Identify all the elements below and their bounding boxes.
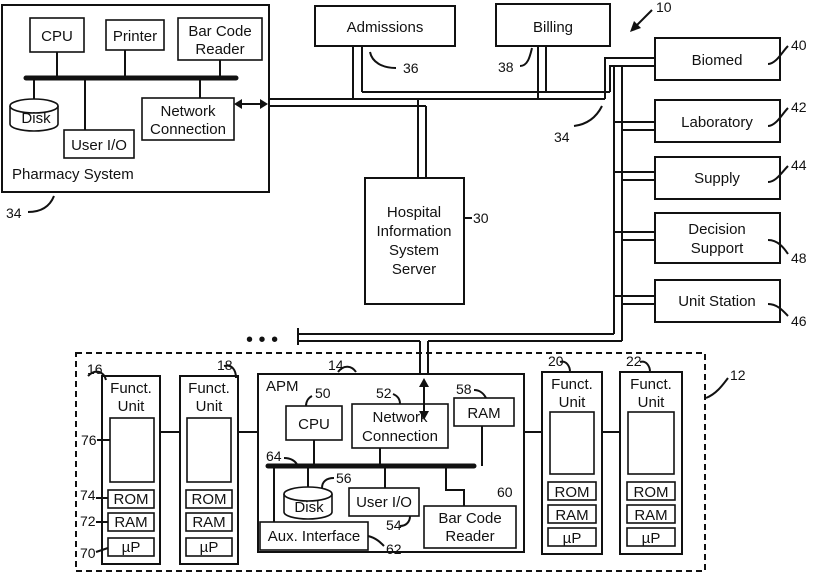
biomed-ref: 40 [791, 37, 807, 53]
functional-unit-16-ram-ref: 72 [80, 513, 96, 529]
functional-unit-16-rom-label: ROM [114, 491, 149, 508]
functional-unit-18-display [187, 418, 231, 482]
apm-label: APM [266, 378, 299, 395]
functional-unit-22-ref: 22 [626, 353, 642, 369]
functional-unit-18-up-label: µP [200, 539, 219, 556]
his-server-label-2: Information [376, 223, 451, 240]
functional-unit-16-rom-ref: 74 [80, 487, 96, 503]
functional-unit-22-display [628, 412, 674, 474]
functional-unit-20-up-label: µP [563, 530, 582, 547]
apm-ref: 14 [328, 357, 344, 373]
functional-unit-16-up-label: µP [122, 539, 141, 556]
apm-aux-interface-ref: 62 [386, 541, 402, 557]
billing-ref: 38 [498, 59, 514, 75]
functional-unit-20: Funct. Unit ROM RAM µP 20 [542, 353, 602, 554]
supply-label: Supply [694, 170, 740, 187]
patient-care-system-ref: 12 [730, 367, 746, 383]
functional-unit-20-display [550, 412, 594, 474]
pharmacy-network-label-2: Connection [150, 121, 226, 138]
pharmacy-cpu-label: CPU [41, 28, 73, 45]
functional-unit-18-label-2: Unit [196, 398, 224, 415]
supply-ref: 44 [791, 157, 807, 173]
figure-ref: 10 [630, 0, 672, 32]
pharmacy-barcode-label-1: Bar Code [188, 23, 251, 40]
decision-support-ref: 48 [791, 250, 807, 266]
functional-unit-16-display [110, 418, 154, 482]
apm-barcode-label-2: Reader [445, 528, 494, 545]
billing-label: Billing [533, 19, 573, 36]
pharmacy-barcode-label-2: Reader [195, 41, 244, 58]
his-server-box [365, 178, 464, 304]
apm-network-ref: 52 [376, 385, 392, 401]
apm-disk-ref: 56 [336, 470, 352, 486]
apm-cpu-ref: 50 [315, 385, 331, 401]
more-systems-ellipsis: • • • [246, 329, 278, 351]
admissions-ref: 36 [403, 60, 419, 76]
apm-ram-ref: 58 [456, 381, 472, 397]
functional-unit-22-up-label: µP [642, 530, 661, 547]
apm-cpu-label: CPU [298, 416, 330, 433]
pharmacy-disk-label: Disk [21, 110, 51, 127]
functional-unit-16-display-ref: 76 [81, 432, 97, 448]
laboratory-label: Laboratory [681, 114, 753, 131]
functional-unit-22-label-2: Unit [638, 394, 666, 411]
functional-unit-20-ram-label: RAM [555, 507, 588, 524]
functional-unit-16-ram-label: RAM [114, 514, 147, 531]
functional-unit-16-up-ref: 70 [80, 545, 96, 561]
apm-barcode-ref: 60 [497, 484, 513, 500]
pharmacy-printer-label: Printer [113, 28, 157, 45]
decision-support-label-1: Decision [688, 221, 746, 238]
functional-unit-20-ref: 20 [548, 353, 564, 369]
figure-ref-label: 10 [656, 0, 672, 15]
functional-unit-22-label-1: Funct. [630, 376, 672, 393]
his-server-label-4: Server [392, 261, 436, 278]
pharmacy-system-label: Pharmacy System [12, 166, 134, 183]
functional-unit-22: Funct. Unit ROM RAM µP 22 [620, 353, 682, 554]
apm-network-label-2: Connection [362, 428, 438, 445]
functional-unit-18-ram-label: RAM [192, 514, 225, 531]
pharmacy-network-label-1: Network [160, 103, 216, 120]
functional-unit-22-rom-label: ROM [634, 484, 669, 501]
apm-barcode-label-1: Bar Code [438, 510, 501, 527]
functional-unit-18: Funct. Unit ROM RAM µP 18 [180, 357, 238, 564]
network-ref: 34 [554, 129, 570, 145]
apm-ram-label: RAM [467, 405, 500, 422]
his-server-label-3: System [389, 242, 439, 259]
apm-bus-ref: 64 [266, 448, 282, 464]
functional-unit-16-label-1: Funct. [110, 380, 152, 397]
laboratory-ref: 42 [791, 99, 807, 115]
functional-unit-16-ref: 16 [87, 361, 103, 377]
his-server-label-1: Hospital [387, 204, 441, 221]
decision-support-label-2: Support [691, 240, 744, 257]
unit-station-ref: 46 [791, 313, 807, 329]
functional-unit-20-label-1: Funct. [551, 376, 593, 393]
functional-unit-18-label-1: Funct. [188, 380, 230, 397]
apm: APM 14 CPU 50 Network Connection 52 RAM … [258, 357, 524, 557]
admissions: Admissions 36 [315, 6, 455, 76]
functional-unit-20-label-2: Unit [559, 394, 587, 411]
functional-unit-20-rom-label: ROM [555, 484, 590, 501]
pharmacy-system: CPU Printer Bar Code Reader Disk User I/… [2, 5, 269, 221]
pharmacy-user-io-label: User I/O [71, 137, 127, 154]
admissions-label: Admissions [347, 19, 424, 36]
biomed-label: Biomed [692, 52, 743, 69]
functional-unit-18-rom-label: ROM [192, 491, 227, 508]
functional-unit-22-ram-label: RAM [634, 507, 667, 524]
his-server: Hospital Information System Server 30 [365, 178, 489, 304]
apm-user-io-ref: 54 [386, 517, 402, 533]
unit-station-label: Unit Station [678, 293, 756, 310]
functional-unit-16: Funct. Unit ROM RAM µP 16 76 74 72 70 [80, 361, 160, 564]
functional-unit-16-label-2: Unit [118, 398, 146, 415]
pharmacy-ref: 34 [6, 205, 22, 221]
apm-aux-interface-label: Aux. Interface [268, 528, 361, 545]
billing: Billing 38 [496, 4, 610, 75]
departments: Biomed 40 Laboratory 42 Supply 44 Decisi… [655, 37, 807, 329]
apm-user-io-label: User I/O [356, 494, 412, 511]
functional-unit-18-ref: 18 [217, 357, 233, 373]
his-server-ref: 30 [473, 210, 489, 226]
apm-disk-label: Disk [294, 499, 324, 516]
